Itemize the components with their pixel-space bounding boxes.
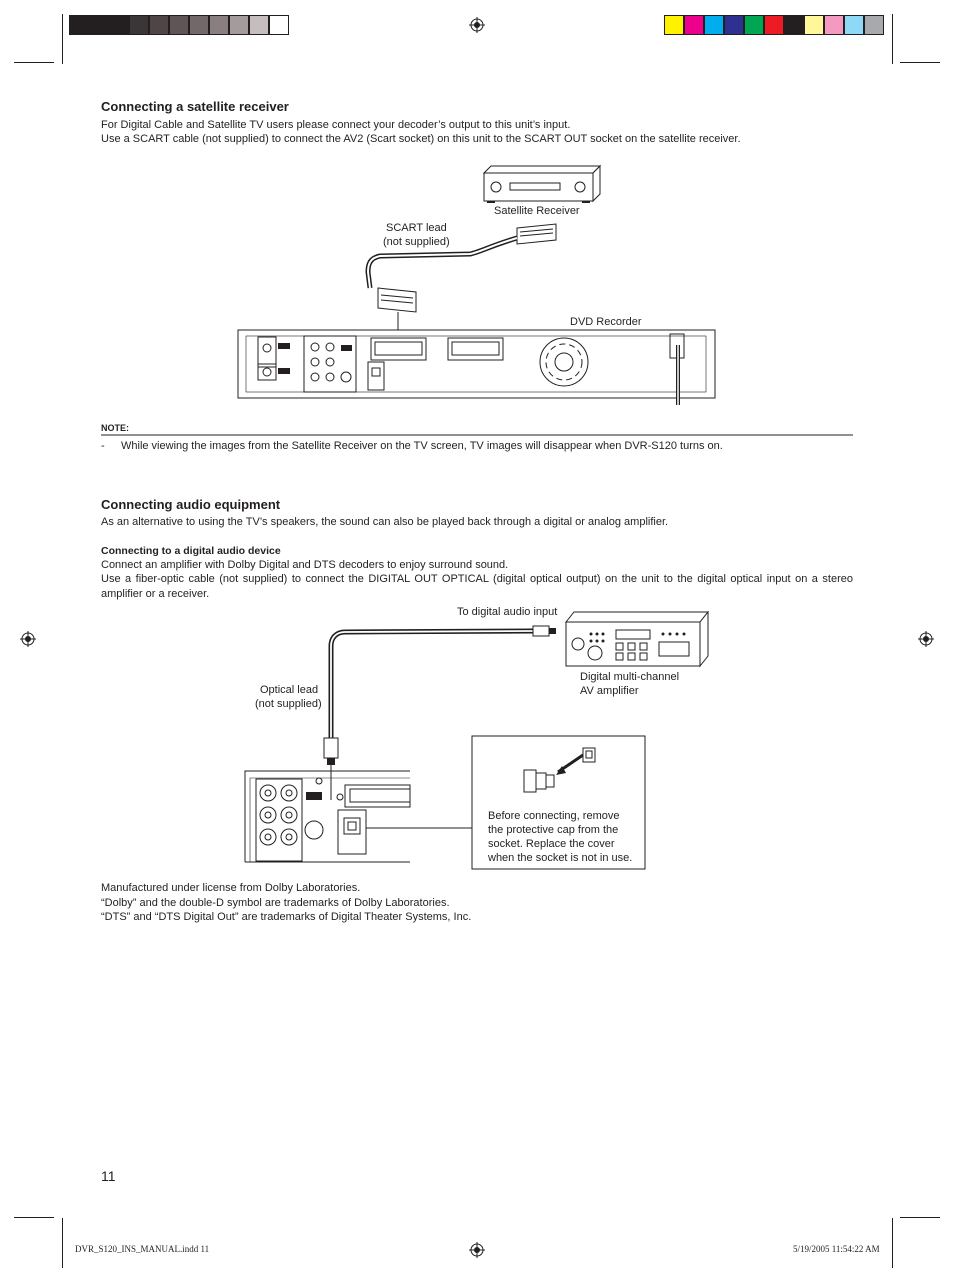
amplifier-label: Digital multi-channel: [580, 671, 680, 683]
color-swatch: [229, 15, 249, 35]
crop-mark: [14, 62, 54, 63]
crop-mark: [62, 1218, 63, 1268]
body-text: Connect an amplifier with Dolby Digital …: [101, 559, 509, 571]
file-slug: DVR_S120_INS_MANUAL.indd 11: [75, 1244, 210, 1254]
satellite-receiver-icon: [482, 164, 602, 203]
color-swatch: [69, 15, 89, 35]
color-swatch: [704, 15, 724, 35]
note-text: While viewing the images from the Satell…: [121, 440, 723, 452]
section-heading-audio: Connecting audio equipment: [101, 497, 281, 512]
color-swatch: [209, 15, 229, 35]
cap-note-line: the protective cap from the: [488, 824, 619, 836]
color-swatch: [149, 15, 169, 35]
section-heading-satellite: Connecting a satellite receiver: [101, 99, 289, 114]
scart-lead-sublabel: (not supplied): [383, 236, 450, 248]
color-swatch: [189, 15, 209, 35]
registration-mark-icon: [20, 631, 36, 647]
cap-note-line: socket. Replace the cover: [488, 838, 615, 850]
registration-mark-icon: [918, 631, 934, 647]
color-swatch: [764, 15, 784, 35]
crop-mark: [892, 1218, 893, 1268]
color-swatch: [844, 15, 864, 35]
digital-input-label: To digital audio input: [457, 606, 558, 618]
scart-lead-label: SCART lead: [386, 222, 447, 234]
color-swatch: [269, 15, 289, 35]
color-swatch: [864, 15, 884, 35]
crop-mark: [62, 14, 63, 64]
av-amplifier-icon: [564, 610, 710, 668]
optical-plug-icon: [323, 625, 556, 765]
date-slug: 5/19/2005 11:54:22 AM: [793, 1244, 880, 1254]
dvd-recorder-label: DVD Recorder: [570, 316, 642, 328]
color-swatch: [724, 15, 744, 35]
registration-mark-icon: [469, 1242, 485, 1258]
dvd-recorder-rear-panel-closeup: [244, 770, 411, 863]
color-swatch: [109, 15, 129, 35]
crop-mark: [14, 1217, 54, 1218]
color-swatch: [824, 15, 844, 35]
dvd-recorder-rear-panel: [237, 329, 716, 405]
color-swatch: [89, 15, 109, 35]
color-swatch: [249, 15, 269, 35]
subheading-digital-audio: Connecting to a digital audio device: [101, 545, 281, 557]
scart-plug-icon: [516, 223, 557, 245]
note-title: NOTE:: [101, 423, 129, 433]
scart-plug-icon: [377, 287, 417, 313]
color-swatch: [804, 15, 824, 35]
protective-cap-icon: [523, 747, 596, 793]
satellite-receiver-label: Satellite Receiver: [494, 205, 580, 217]
color-swatch: [684, 15, 704, 35]
trademark-line: “DTS” and “DTS Digital Out” are trademar…: [101, 911, 472, 923]
note-bullet: -: [101, 440, 105, 452]
body-text: For Digital Cable and Satellite TV users…: [101, 119, 571, 131]
registration-mark-icon: [469, 17, 485, 33]
color-swatch: [784, 15, 804, 35]
trademark-line: “Dolby” and the double-D symbol are trad…: [101, 897, 450, 909]
body-text: Use a SCART cable (not supplied) to conn…: [101, 133, 741, 145]
page-number: 11: [101, 1168, 116, 1184]
crop-mark: [892, 14, 893, 64]
amplifier-label: AV amplifier: [580, 685, 639, 697]
trademark-line: Manufactured under license from Dolby La…: [101, 882, 361, 894]
crop-mark: [900, 62, 940, 63]
optical-lead-sublabel: (not supplied): [255, 698, 322, 710]
body-text: As an alternative to using the TV’s spea…: [101, 516, 669, 528]
cap-note-line: Before connecting, remove: [488, 810, 620, 822]
body-text: Use a fiber-optic cable (not supplied) t…: [101, 573, 853, 600]
color-swatch: [744, 15, 764, 35]
color-swatch: [664, 15, 684, 35]
color-swatch: [169, 15, 189, 35]
optical-lead-label: Optical lead: [260, 684, 319, 696]
cap-note-line: when the socket is not in use.: [488, 852, 633, 864]
color-swatch: [129, 15, 149, 35]
crop-mark: [900, 1217, 940, 1218]
